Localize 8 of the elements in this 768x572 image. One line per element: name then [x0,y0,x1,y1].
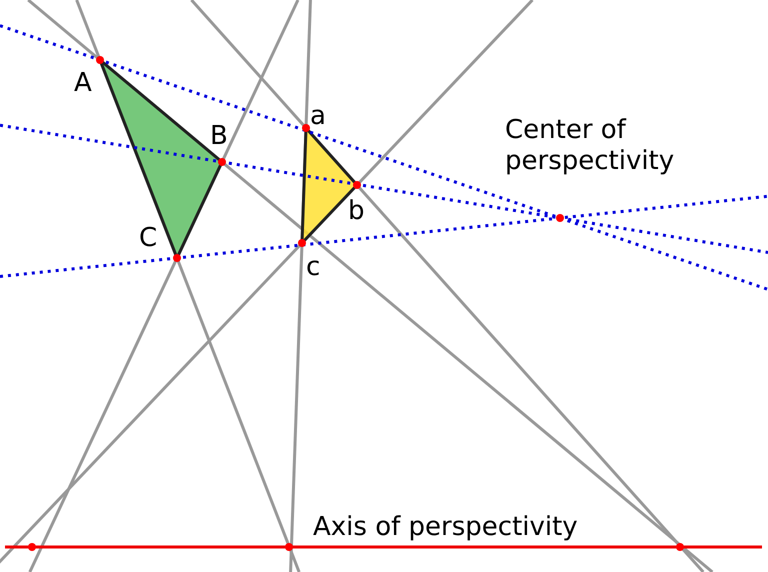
point-label: C [139,223,158,254]
point-label: b [348,196,366,228]
point-label: c [306,252,322,284]
point-label: a [310,101,327,132]
point-label: A [74,68,93,100]
annotation-text: Center of perspectivity [505,115,676,178]
point-label: B [210,121,229,152]
annotation-text: Axis of perspectivity [313,512,579,544]
